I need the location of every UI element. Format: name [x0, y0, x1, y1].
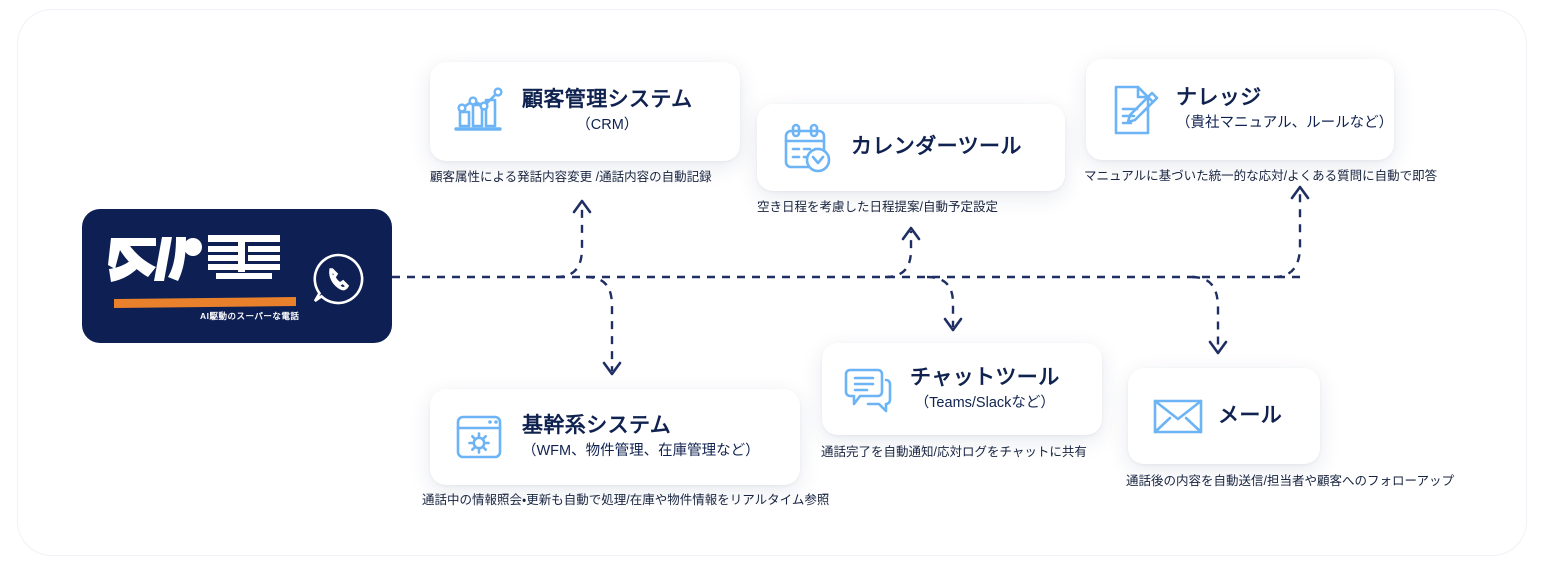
document-pen-icon — [1106, 81, 1162, 139]
card-title: ナレッジ — [1176, 86, 1262, 110]
chat-bubbles-icon — [842, 363, 898, 415]
card-title: 顧客管理システム — [522, 88, 693, 112]
card-subtitle: （CRM） — [576, 117, 639, 134]
card-mail[interactable]: メール — [1128, 368, 1320, 464]
window-gear-icon — [452, 410, 506, 464]
logo-underline-bar — [114, 297, 296, 308]
card-subtitle: （貴社マニュアル、ルールなど） — [1176, 115, 1394, 132]
card-subtitle: （Teams/Slackなど） — [914, 394, 1055, 411]
card-knowledge[interactable]: ナレッジ （貴社マニュアル、ルールなど） — [1086, 59, 1394, 160]
card-caption: 通話中の情報照会・更新も自動で処理/在庫や物件情報をリアルタイム参照 — [422, 493, 830, 507]
card-subtitle: （WFM、物件管理、在庫管理など） — [522, 442, 760, 459]
card-calendar[interactable]: カレンダーツール — [757, 104, 1065, 191]
card-caption: マニュアルに基づいた統一的な応対/よくある質問に自動で即答 — [1084, 169, 1438, 183]
envelope-icon — [1150, 393, 1206, 439]
card-title: カレンダーツール — [851, 135, 1022, 159]
card-caption: 通話後の内容を自動送信/担当者や顧客へのフォローアップ — [1126, 474, 1454, 488]
card-core-system[interactable]: 基幹系システム （WFM、物件管理、在庫管理など） — [430, 389, 800, 485]
card-caption: 空き日程を考慮した日程提案/自動予定設定 — [757, 200, 998, 214]
card-caption: 顧客属性による発話内容変更 /通話内容の自動記録 — [430, 170, 712, 184]
card-crm[interactable]: 顧客管理システム （CRM） — [430, 62, 740, 161]
card-title: メール — [1218, 403, 1283, 427]
card-chat-tool[interactable]: チャットツール （Teams/Slackなど） — [822, 343, 1102, 435]
supaden-wordmark-icon — [108, 235, 280, 282]
card-title: チャットツール — [910, 365, 1060, 389]
card-title: 基幹系システム — [522, 413, 672, 437]
brand-logo-card: AI駆動のスーパーな電話 — [82, 209, 392, 343]
card-caption: 通話完了を自動通知/応対ログをチャットに共有 — [821, 445, 1087, 459]
whatsapp-phone-icon — [313, 253, 364, 305]
logo-tagline: AI駆動のスーパーな電話 — [200, 311, 300, 321]
bar-chart-icon — [450, 84, 508, 140]
calendar-clock-icon — [779, 120, 835, 176]
